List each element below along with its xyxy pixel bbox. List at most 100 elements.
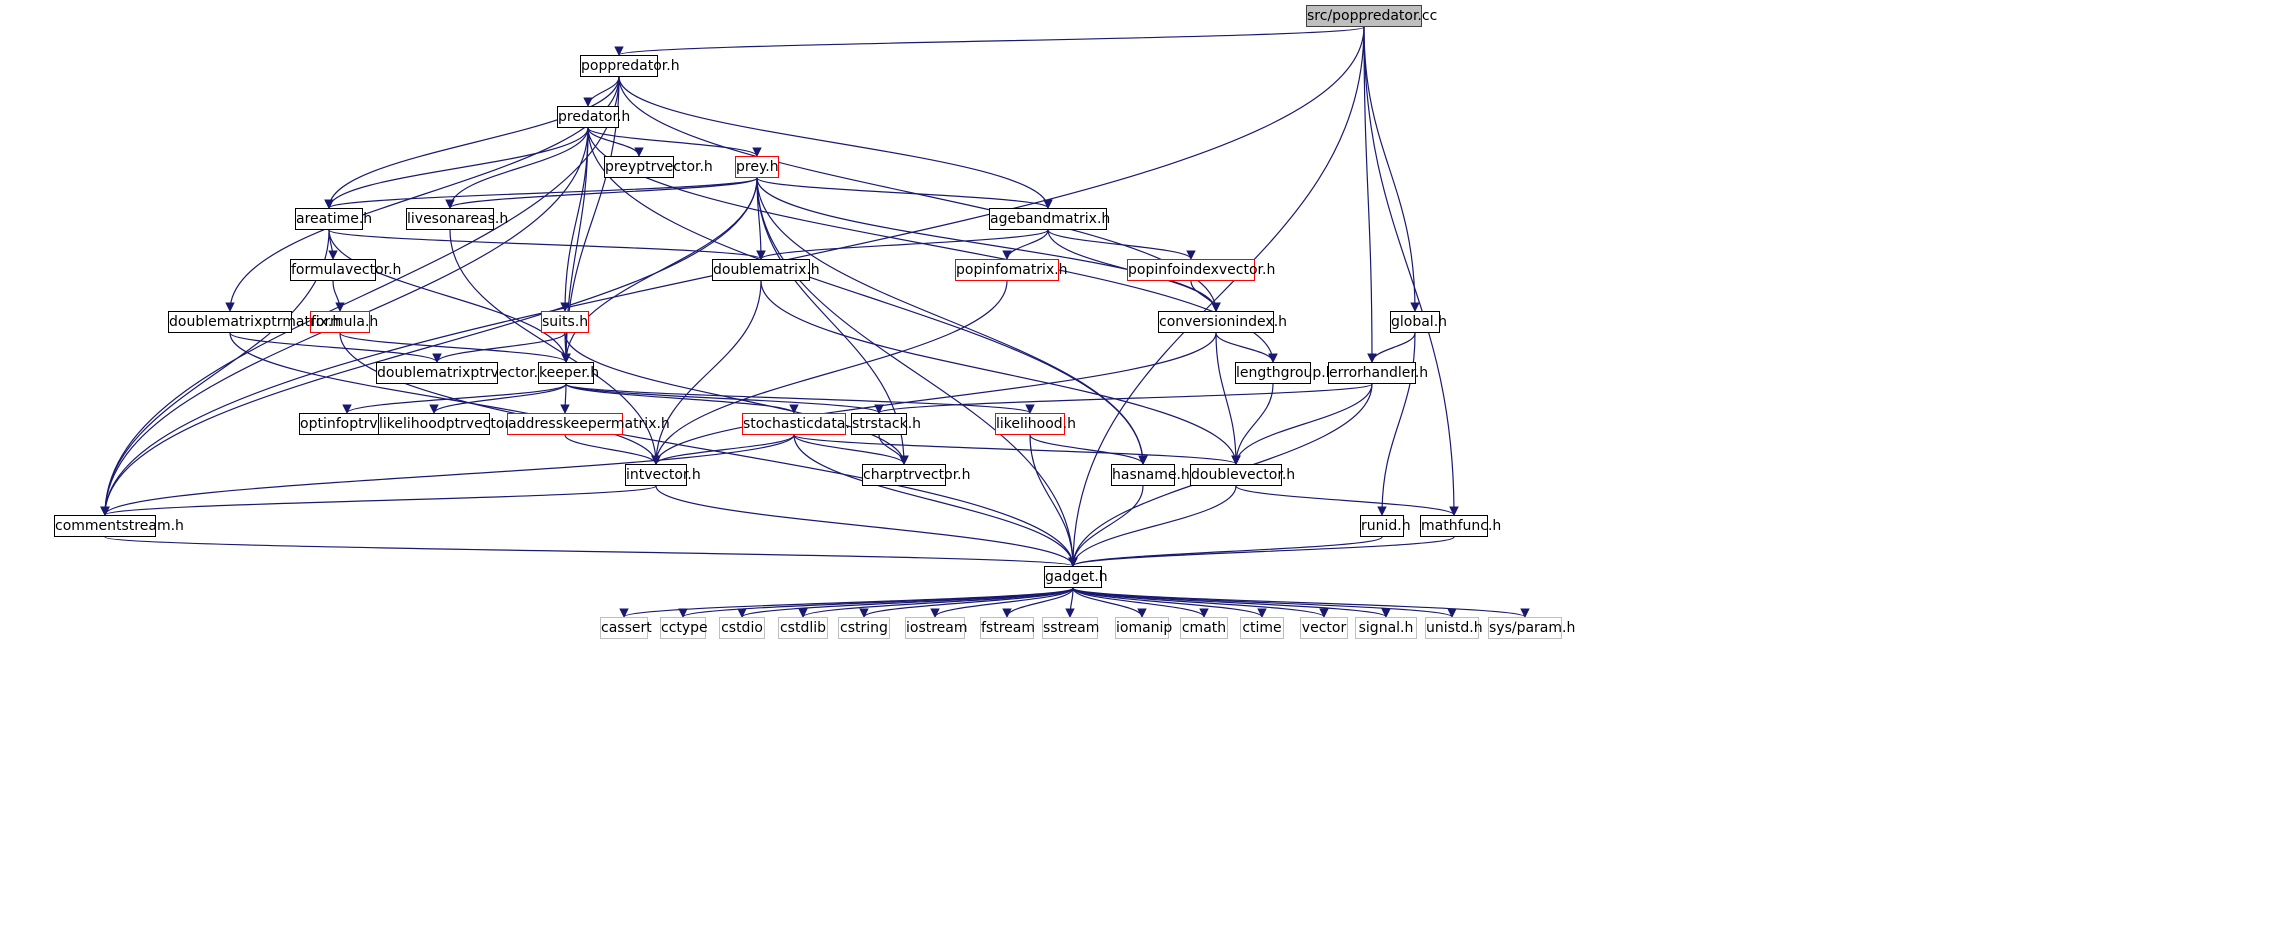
edge-formulavector-to-formula: [332, 280, 345, 312]
edge-prey-to-livesonareas: [445, 177, 758, 209]
node-cctype: cctype: [660, 617, 708, 639]
edge-doublevector-to-gadget: [1068, 485, 1237, 567]
edge-runid-to-gadget: [1068, 536, 1383, 567]
edge-gadget-to-cstdio: [737, 587, 1074, 618]
edge-strstack-to-charptr: [878, 434, 909, 465]
node-sstream: sstream: [1042, 617, 1099, 639]
edge-stochastic-to-doublevector: [793, 434, 1241, 465]
edge-doublematrix-to-intvector: [651, 280, 762, 465]
edge-prey-to-areatime: [324, 177, 758, 209]
edge-areatime-to-doublematrix: [328, 229, 766, 260]
node-cstdlib: cstdlib: [778, 617, 828, 639]
edge-prey-to-agebandmatrix: [756, 177, 1053, 209]
edge-suits-to-dmptrvector: [432, 332, 566, 363]
edge-gadget-to-cctype: [678, 587, 1074, 618]
edge-errorhandler-to-doublevector: [1231, 383, 1373, 465]
edge-prey-to-hasname: [756, 177, 1148, 465]
edge-gadget-to-signal: [1072, 587, 1391, 618]
node-commentstream[interactable]: commentstream.h: [54, 515, 184, 537]
node-gadget[interactable]: gadget.h: [1044, 566, 1108, 588]
edge-agebandmatrix-to-popinfoindexvector: [1047, 229, 1196, 260]
edge-stochastic-to-intvector: [651, 434, 795, 465]
node-suits[interactable]: suits.h: [541, 311, 589, 333]
node-livesonareas[interactable]: livesonareas.h: [406, 208, 508, 230]
edge-gadget-to-fstream: [1002, 587, 1074, 618]
edge-suits-to-charptr: [564, 332, 909, 465]
node-errorhandler[interactable]: errorhandler.h: [1328, 362, 1428, 384]
edge-errorhandler-to-strstack: [874, 383, 1373, 414]
edge-root-to-mathfunc: [1363, 26, 1459, 516]
edge-keeper-to-addresskeeper: [560, 383, 570, 414]
node-likelihood[interactable]: likelihood.h: [995, 413, 1076, 435]
node-formula[interactable]: formula.h: [310, 311, 378, 333]
node-global[interactable]: global.h: [1390, 311, 1447, 333]
node-preyptr[interactable]: preyptrvector.h: [604, 156, 713, 178]
edge-conversionindex-to-intvector: [651, 332, 1217, 465]
node-strstack[interactable]: strstack.h: [851, 413, 921, 435]
node-cmath: cmath: [1180, 617, 1228, 639]
edge-stochastic-to-gadget: [793, 434, 1078, 567]
node-formulavector[interactable]: formulavector.h: [290, 259, 401, 281]
node-doublematrix[interactable]: doublematrix.h: [712, 259, 820, 281]
node-cassert: cassert: [600, 617, 652, 639]
edge-intvector-to-gadget: [655, 485, 1078, 567]
node-addresskeeper[interactable]: addresskeepermatrix.h: [507, 413, 670, 435]
edge-root-to-gadget: [1068, 26, 1365, 567]
edge-global-to-errorhandler: [1367, 332, 1416, 363]
node-fstream: fstream: [980, 617, 1035, 639]
edge-addresskeeper-to-intvector: [564, 434, 661, 465]
node-mathfunc[interactable]: mathfunc.h: [1420, 515, 1501, 537]
node-doublevector[interactable]: doublevector.h: [1190, 464, 1295, 486]
node-prey[interactable]: prey.h: [735, 156, 779, 178]
node-lengthgroup[interactable]: lengthgroup.h: [1235, 362, 1335, 384]
node-keeper[interactable]: keeper.h: [538, 362, 599, 384]
edge-gadget-to-sysparam: [1072, 587, 1530, 618]
edge-gadget-to-iostream: [930, 587, 1074, 618]
node-cstdio: cstdio: [719, 617, 765, 639]
edge-predator-to-suits: [560, 127, 589, 312]
node-likelihoodptr[interactable]: likelihoodptrvector.h: [378, 413, 522, 435]
edge-popinfoindexvector-to-conversionindex: [1190, 280, 1221, 312]
node-conversionindex[interactable]: conversionindex.h: [1158, 311, 1287, 333]
node-hasname[interactable]: hasname.h: [1111, 464, 1190, 486]
edge-keeper-to-likelihoodptr: [429, 383, 567, 414]
node-popinfomatrix[interactable]: popinfomatrix.h: [955, 259, 1068, 281]
edge-hasname-to-gadget: [1068, 485, 1144, 567]
node-vector: vector: [1300, 617, 1348, 639]
node-agebandmatrix[interactable]: agebandmatrix.h: [989, 208, 1110, 230]
edge-root-to-global: [1363, 26, 1420, 312]
edge-keeper-to-likelihood: [565, 383, 1035, 414]
node-runid[interactable]: runid.h: [1360, 515, 1411, 537]
node-popinfoindexvector[interactable]: popinfoindexvector.h: [1127, 259, 1275, 281]
edge-gadget-to-sstream: [1065, 587, 1075, 618]
node-sysparam: sys/param.h: [1488, 617, 1575, 639]
node-intvector[interactable]: intvector.h: [625, 464, 701, 486]
edge-livesonareas-to-intvector: [449, 229, 661, 465]
edge-dmptrmatrix-to-dmptrvector: [229, 332, 442, 363]
node-unistd: unistd.h: [1425, 617, 1483, 639]
edge-lengthgroup-to-doublevector: [1231, 383, 1274, 465]
edge-poppredator-to-agebandmatrix: [618, 76, 1053, 209]
edge-gadget-to-cstdlib: [798, 587, 1074, 618]
node-poppredator[interactable]: poppredator.h: [580, 55, 680, 77]
edge-intvector-to-commentstream: [100, 485, 657, 516]
edge-poppredator-to-predator: [583, 76, 620, 107]
edge-predator-to-preyptr: [587, 127, 644, 157]
edge-root-to-errorhandler: [1363, 26, 1377, 363]
node-stochastic[interactable]: stochasticdata.h: [742, 413, 859, 435]
node-root[interactable]: src/poppredator.cc: [1306, 5, 1437, 27]
edge-areatime-to-keeper: [328, 229, 571, 363]
edge-keeper-to-strstack: [565, 383, 884, 414]
edge-dmptrmatrix-to-intvector: [229, 332, 661, 465]
node-areatime[interactable]: areatime.h: [295, 208, 372, 230]
edge-predator-to-areatime: [324, 127, 589, 209]
edge-formula-to-keeper: [339, 332, 571, 363]
node-dmptrvector[interactable]: doublematrixptrvector.h: [376, 362, 547, 384]
edge-conversionindex-to-doublevector: [1215, 332, 1241, 465]
node-dmptrmatrix[interactable]: doublematrixptrmatrix.h: [168, 311, 341, 333]
edge-poppredator-to-areatime: [324, 76, 620, 209]
node-charptr[interactable]: charptrvector.h: [862, 464, 970, 486]
node-iostream: iostream: [905, 617, 968, 639]
node-predator[interactable]: predator.h: [557, 106, 630, 128]
node-signal: signal.h: [1355, 617, 1417, 639]
